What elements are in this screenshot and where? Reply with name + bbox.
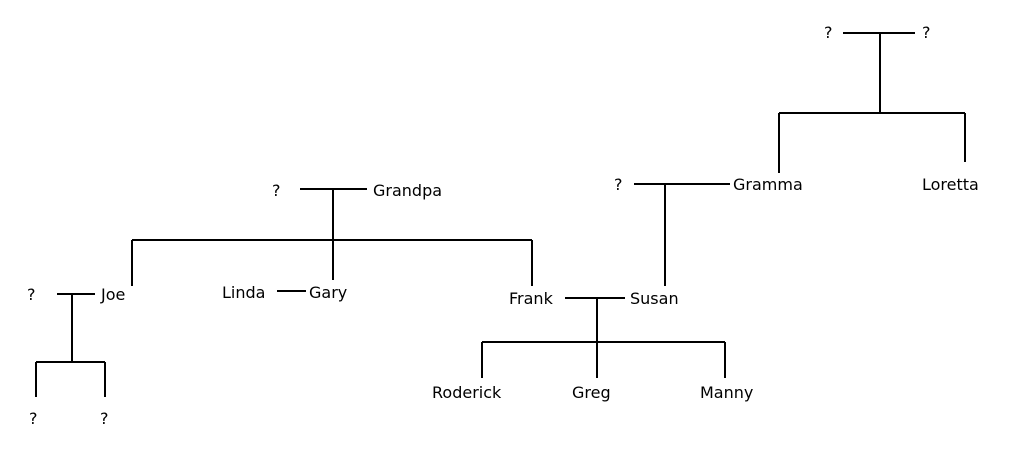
person-joe-child-2: ? <box>100 409 109 428</box>
person-top-unknown-left: ? <box>824 23 833 42</box>
person-joe: Joe <box>100 285 125 304</box>
person-roderick: Roderick <box>432 383 502 402</box>
person-joe-child-1: ? <box>29 409 38 428</box>
person-manny: Manny <box>700 383 753 402</box>
person-susan: Susan <box>630 289 679 308</box>
person-gary: Gary <box>309 283 347 302</box>
person-joe-spouse: ? <box>27 285 36 304</box>
person-greg: Greg <box>572 383 611 402</box>
person-top-unknown-right: ? <box>922 23 931 42</box>
person-gramma: Gramma <box>733 175 803 194</box>
person-grandpa-spouse: ? <box>272 181 281 200</box>
person-linda: Linda <box>222 283 265 302</box>
person-gramma-spouse: ? <box>614 175 623 194</box>
person-loretta: Loretta <box>922 175 979 194</box>
person-frank: Frank <box>509 289 554 308</box>
person-grandpa: Grandpa <box>373 181 442 200</box>
